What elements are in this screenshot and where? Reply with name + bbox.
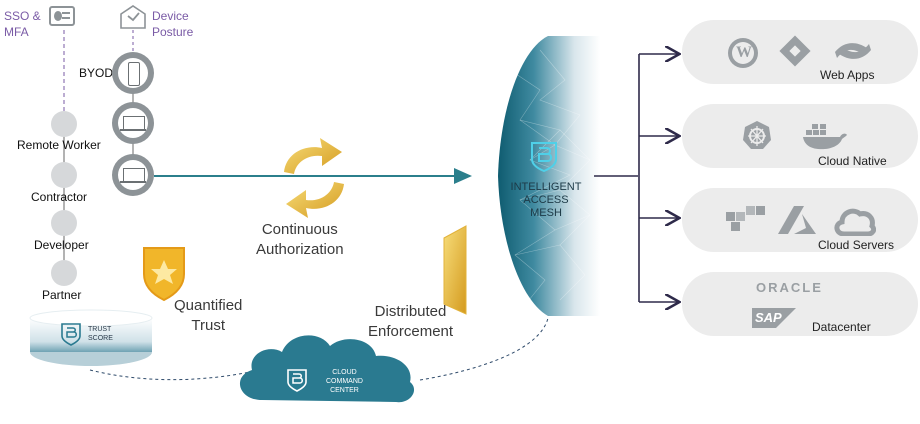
mesh-body — [498, 36, 600, 316]
trust-badge-icon — [143, 247, 185, 302]
remote-worker-avatar — [51, 111, 77, 137]
datacenter-card — [682, 272, 918, 336]
aws-cubes-icon — [722, 204, 766, 236]
developer-avatar — [51, 210, 77, 236]
cloud-servers-label: Cloud Servers — [818, 238, 895, 252]
sso-mfa-label: SSO & MFA — [4, 9, 41, 39]
user-label-remote-worker: Remote Worker — [17, 138, 101, 152]
datacenter-label: Datacenter — [812, 320, 871, 334]
trust-score-pedestal — [29, 309, 153, 366]
device-posture-label: Device Posture — [152, 9, 194, 39]
contractor-avatar — [51, 162, 77, 188]
mesh-logo-icon — [529, 140, 559, 172]
mesh-label: INTELLIGENT ACCESS MESH — [510, 181, 582, 219]
oracle-logo: ORACLE — [756, 280, 823, 295]
command-center-logo-icon — [286, 368, 308, 392]
id-card-icon — [49, 6, 75, 26]
sap-logo: SAP — [752, 308, 796, 328]
trust-cloud-dashed-line — [89, 369, 251, 381]
distributed-enforcement-label: Distributed Enforcement — [368, 303, 454, 340]
mobile-device-node — [112, 52, 154, 94]
byod-label: BYOD — [79, 66, 114, 80]
azure-icon — [778, 204, 818, 236]
cloud-native-label: Cloud Native — [818, 154, 887, 168]
web-apps-label: Web Apps — [820, 68, 875, 82]
quantified-trust-label: Quantified Trust — [174, 297, 243, 334]
confluence-icon — [833, 34, 873, 68]
command-center-label: CLOUD COMMAND CENTER — [326, 369, 363, 394]
cloud-native-card — [682, 104, 918, 168]
user-label-partner: Partner — [42, 288, 82, 302]
wordpress-icon: W — [728, 38, 758, 68]
partner-avatar — [51, 260, 77, 286]
laptop-device-node-2 — [112, 154, 154, 196]
cloud-command-center-shape — [239, 335, 415, 403]
trust-score-label: TRUST SCORE — [88, 326, 113, 342]
continuous-authorization-icon — [284, 138, 344, 218]
kubernetes-icon — [742, 120, 772, 150]
cloud-servers-card — [682, 188, 918, 252]
laptop-device-node-1 — [112, 102, 154, 144]
docker-icon — [802, 120, 848, 150]
mesh-network-lines — [509, 49, 591, 306]
trust-score-logo-icon — [60, 322, 82, 346]
continuous-authorization-label: Continuous Authorization — [256, 221, 344, 258]
user-label-contractor: Contractor — [31, 190, 88, 204]
device-shield-icon — [119, 4, 147, 30]
gcp-icon — [834, 206, 876, 236]
cloud-mesh-dashed-line — [419, 317, 549, 381]
enforcement-shape — [443, 225, 467, 315]
user-label-developer: Developer — [34, 238, 89, 252]
